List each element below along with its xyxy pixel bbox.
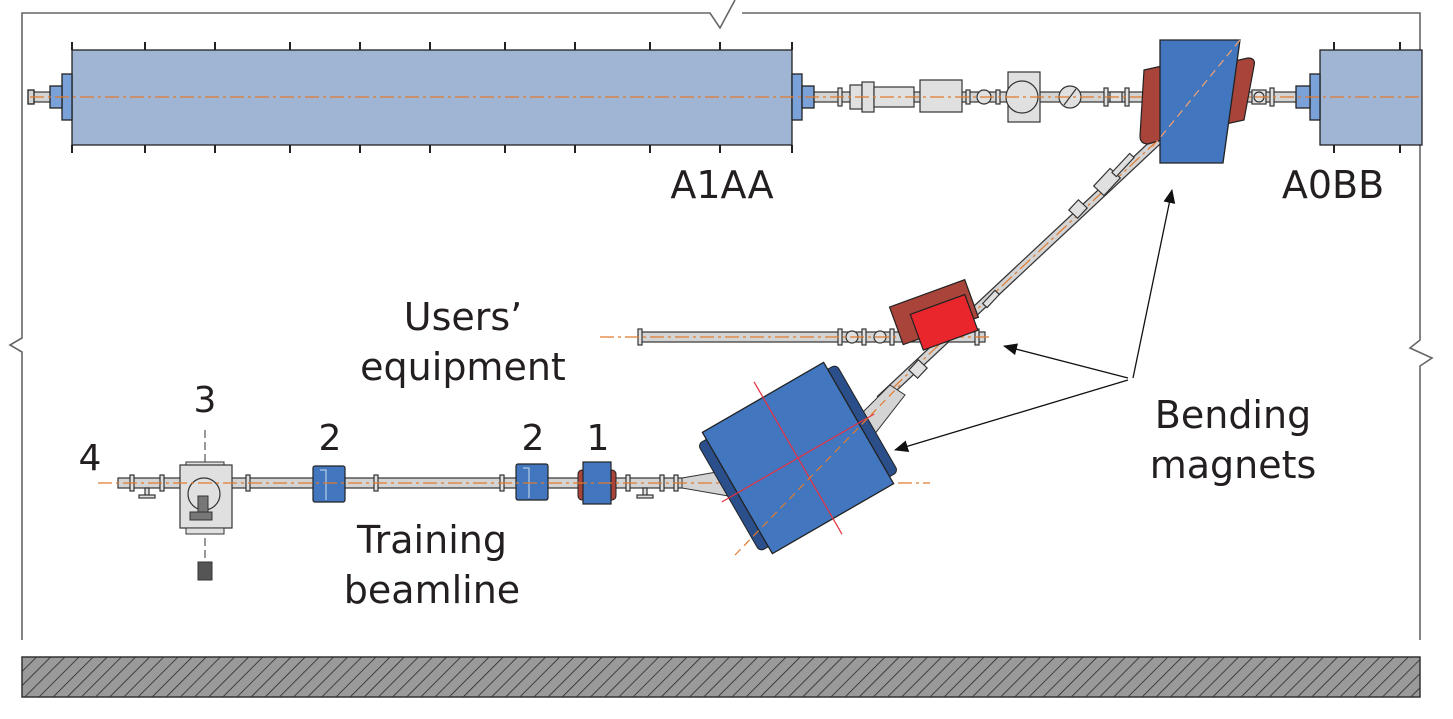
label-element-4: 4 bbox=[79, 438, 102, 479]
bending-magnets-pointer-arrows bbox=[894, 189, 1176, 453]
label-users-equipment-2: equipment bbox=[360, 345, 566, 389]
label-training-beamline-2: beamline bbox=[344, 568, 520, 612]
label-a0bb: A0BB bbox=[1282, 163, 1384, 207]
main-linac-beamline bbox=[27, 42, 1423, 153]
element-2-magnet-b bbox=[515, 463, 549, 501]
element-3-station bbox=[179, 430, 233, 581]
label-element-3: 3 bbox=[194, 380, 217, 421]
label-training-beamline-1: Training bbox=[356, 518, 507, 562]
label-users-equipment-1: Users’ bbox=[404, 295, 523, 339]
label-element-2a: 2 bbox=[319, 418, 342, 459]
users-equipment-line bbox=[600, 278, 990, 351]
bending-magnet-upper bbox=[1139, 39, 1255, 164]
element-2-magnet-a bbox=[312, 465, 346, 503]
label-a1aa: A1AA bbox=[670, 163, 773, 207]
training-beamline bbox=[98, 361, 930, 581]
label-bending-magnets-2: magnets bbox=[1150, 443, 1317, 487]
label-bending-magnets-1: Bending bbox=[1155, 393, 1311, 437]
bending-magnet-lower bbox=[699, 361, 897, 555]
label-element-1: 1 bbox=[587, 418, 610, 459]
room-wall-outline bbox=[8, 0, 1434, 640]
a1aa-accelerating-section bbox=[27, 42, 815, 153]
floor-hatch bbox=[21, 656, 1421, 698]
bending-magnet-small bbox=[888, 278, 980, 351]
label-element-2b: 2 bbox=[522, 418, 545, 459]
